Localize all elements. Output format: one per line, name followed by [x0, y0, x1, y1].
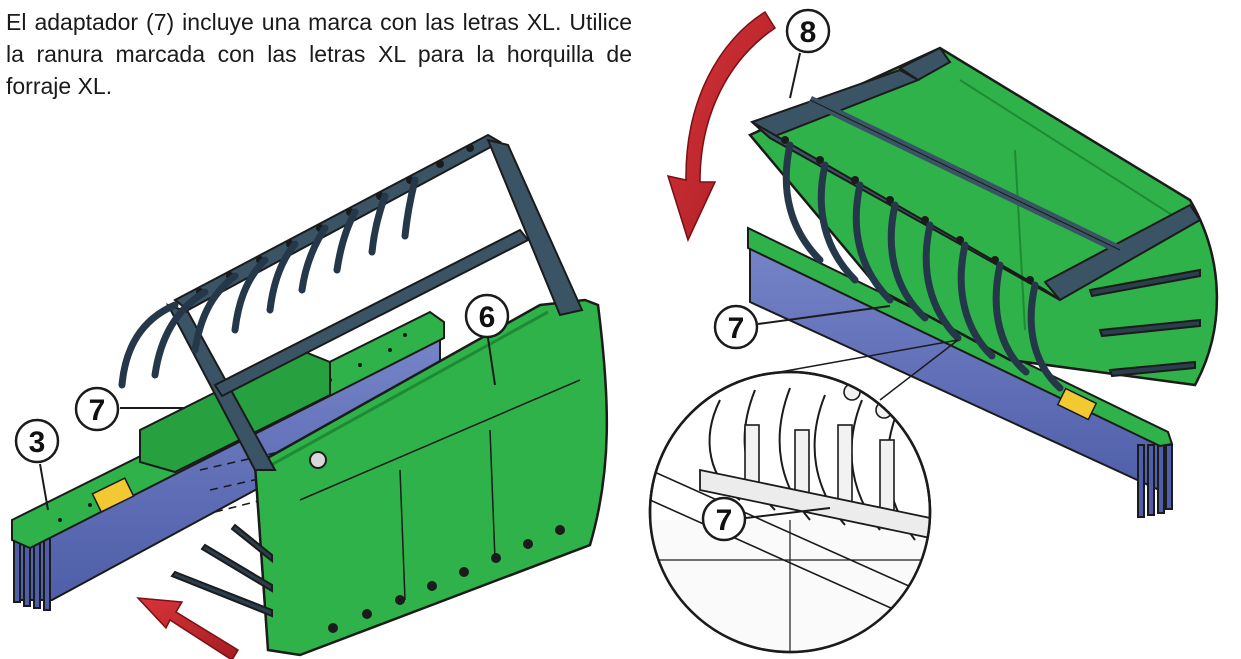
callout-label: 6: [479, 301, 496, 334]
right-tine-frame: [750, 46, 1202, 302]
left-hinge-pin: [309, 451, 327, 469]
detail-magnifier: [648, 339, 959, 654]
left-assembly: [11, 133, 609, 657]
callout-label: 3: [29, 426, 46, 459]
callout-label: 7: [716, 504, 733, 537]
callout-right-top: 8: [785, 8, 831, 99]
callout-left-bracket: 3: [14, 418, 60, 511]
right-blade-teeth: [1137, 444, 1173, 518]
callout-left-frame: 6: [464, 293, 510, 386]
left-tines: [118, 176, 419, 389]
insert-direction-arrow: [136, 597, 240, 659]
right-decal: [1056, 387, 1098, 421]
right-assembly: [747, 46, 1219, 518]
callout-right-adapter: 7: [713, 304, 891, 350]
right-spikes: [1088, 268, 1201, 378]
rotate-direction-arrow: [666, 10, 777, 243]
callout-label: 7: [728, 312, 745, 345]
left-fork-frame: [253, 298, 609, 657]
fork-spikes: [170, 523, 273, 618]
fork-bottom-bolts: [328, 525, 565, 633]
callout-label: 7: [89, 394, 106, 427]
left-decal: [91, 477, 135, 513]
callout-right-detail: 7: [701, 496, 831, 542]
callout-left-adapter: 7: [74, 386, 185, 432]
fork-panel-lines: [299, 379, 581, 601]
instruction-text: El adaptador (7) incluye una marca con l…: [6, 9, 632, 99]
right-tines: [782, 141, 1064, 392]
callout-label: 8: [800, 16, 817, 49]
